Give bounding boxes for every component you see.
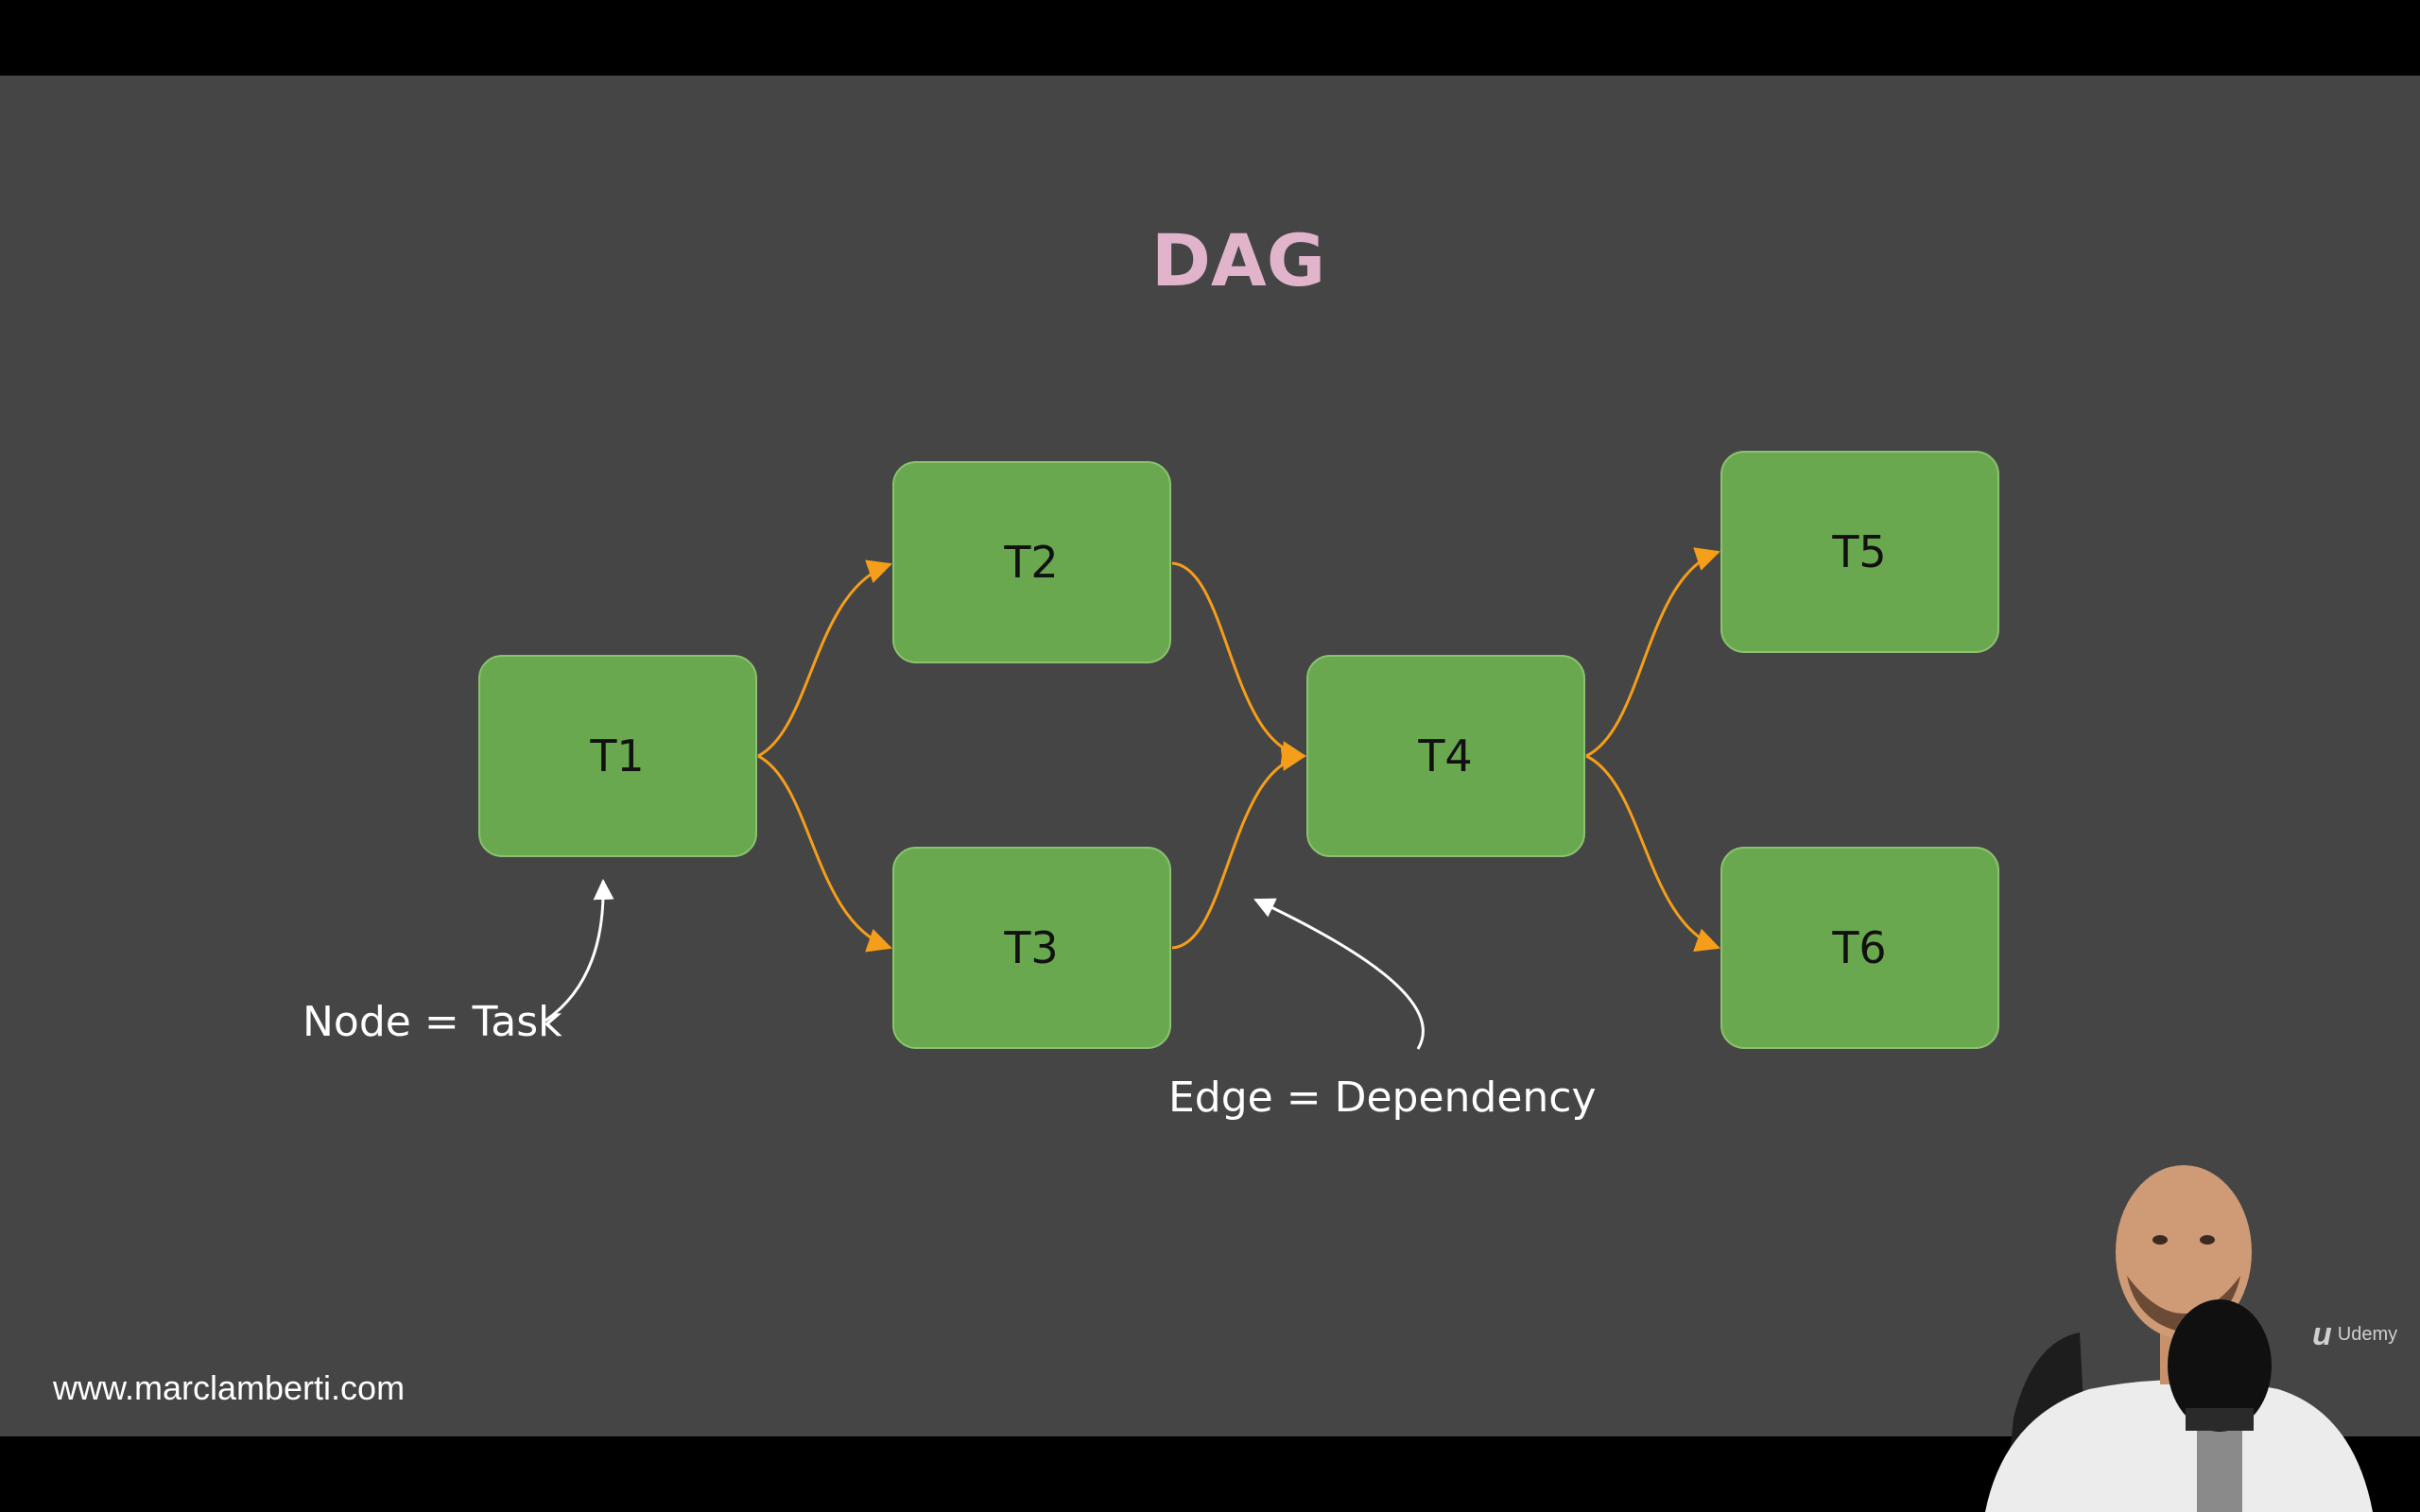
node-t2: T2 [892, 461, 1171, 663]
node-t1: T1 [478, 655, 757, 857]
node-t6-label: T6 [1831, 922, 1886, 973]
edge-t2-t4 [1171, 561, 1306, 765]
node-t4-label: T4 [1417, 730, 1472, 782]
presenter-video [1985, 1165, 2373, 1512]
node-t4: T4 [1306, 655, 1585, 857]
udemy-label: Udemy [2337, 1324, 2398, 1345]
node-t1-label: T1 [589, 730, 644, 782]
node-t3-label: T3 [1003, 922, 1058, 973]
edge-t4-t5 [1585, 547, 1720, 758]
node-annotation-arrow [544, 879, 614, 1022]
website-url: www.marclamberti.com [53, 1368, 406, 1407]
edge-t3-t4 [1171, 747, 1306, 950]
slide-background [0, 76, 2420, 1436]
node-t6: T6 [1720, 847, 1999, 1049]
edge-annotation-label: Edge = Dependency [1168, 1074, 1597, 1122]
node-t5-label: T5 [1831, 526, 1886, 577]
slide-title: DAG [1151, 218, 1325, 302]
node-t3: T3 [892, 847, 1171, 1049]
edge-annotation-arrow [1253, 898, 1425, 1050]
node-t5: T5 [1720, 451, 1999, 653]
edge-t1-t2 [757, 559, 892, 758]
edge-t1-t3 [757, 754, 892, 953]
edge-t4-t6 [1585, 754, 1720, 953]
node-t2-label: T2 [1003, 537, 1058, 588]
udemy-logo-icon: u [2312, 1316, 2332, 1352]
udemy-watermark: u Udemy [2312, 1316, 2397, 1353]
node-annotation-label: Node = Task [302, 998, 562, 1046]
